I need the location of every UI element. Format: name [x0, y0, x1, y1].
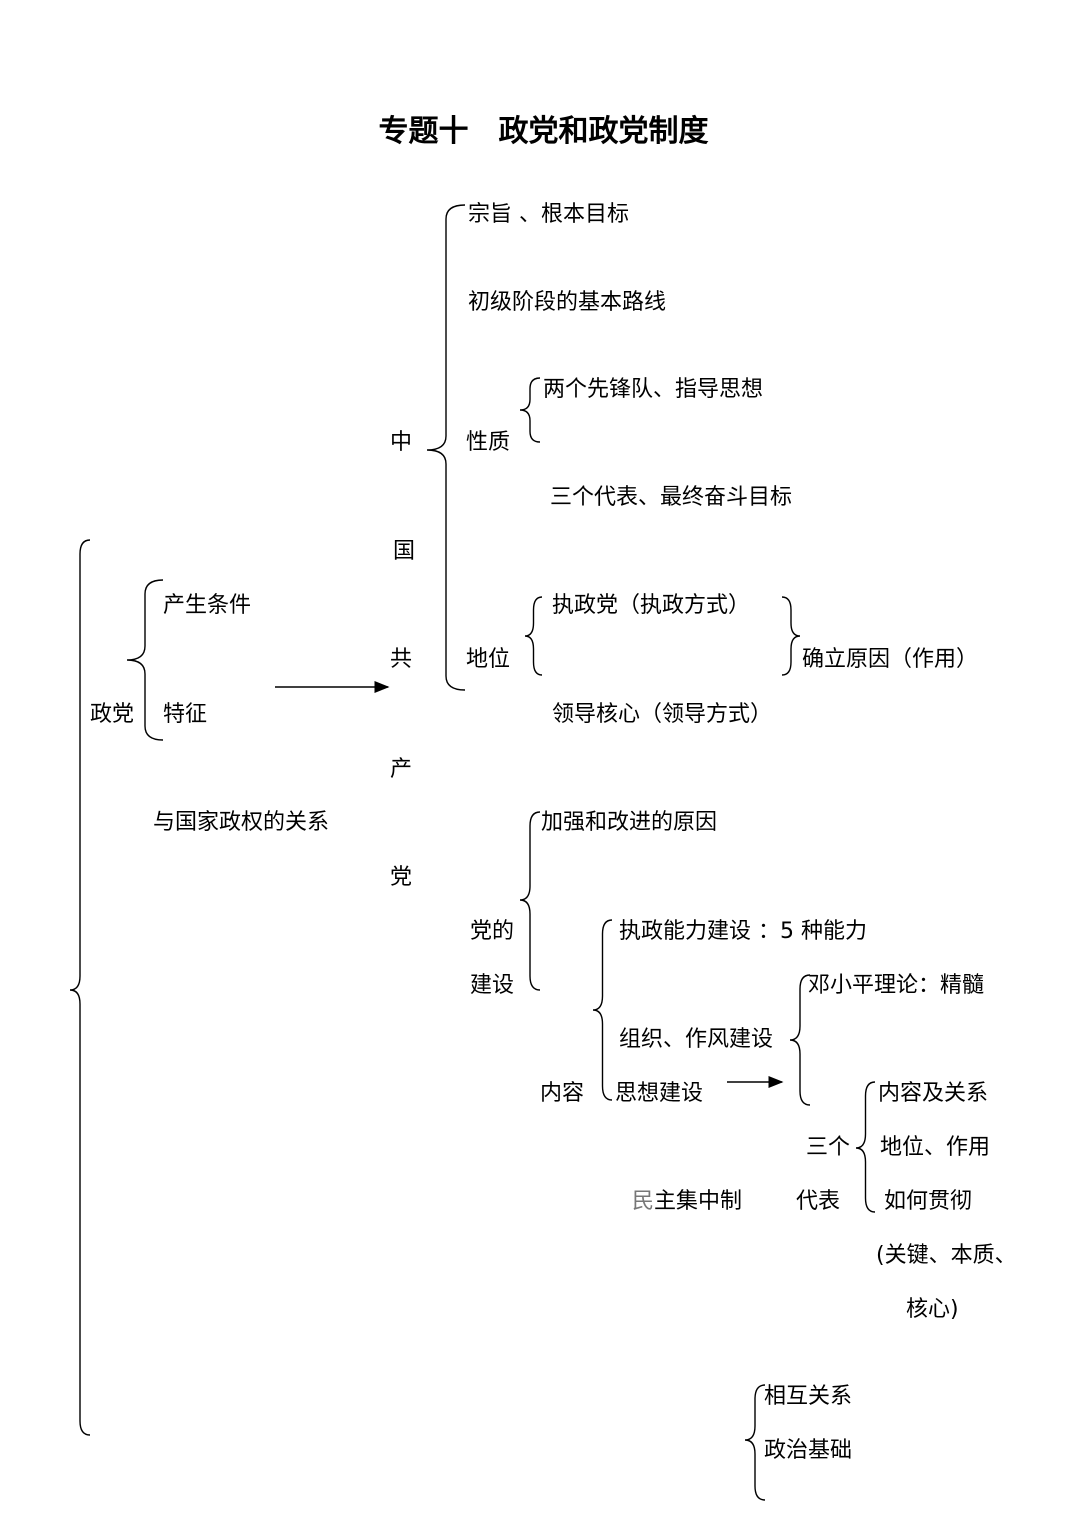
node-guanjian: (关键、本质、 [876, 1243, 1017, 1268]
brace-neirong [592, 919, 613, 1101]
node-dang: 党 [390, 865, 413, 890]
node-xianghu: 相互关系 [764, 1384, 853, 1409]
brace-xianghu [744, 1384, 766, 1501]
node-deng: 邓小平理论：精髓 [808, 973, 985, 998]
brace-sixiang [789, 974, 811, 1106]
brace-chansheng-tezheng [126, 579, 164, 741]
node-daibiao: 代表 [796, 1189, 841, 1214]
node-zhizhengdang: 执政党（执政方式） [552, 593, 751, 618]
node-minzhujizhongzhi: 民主集中制 [632, 1189, 742, 1215]
brace-sange [855, 1081, 876, 1213]
node-guanche: 如何贯彻 [884, 1189, 973, 1214]
node-zhengdang: 政党 [90, 702, 135, 727]
brace-xingzhi [519, 377, 541, 443]
node-hexin: 核心) [906, 1297, 959, 1322]
node-luxian: 初级阶段的基本路线 [468, 290, 667, 315]
brace-dangde-jianshe [519, 811, 541, 991]
brace-zhengdang [69, 539, 91, 1436]
node-diwei: 地位 [466, 647, 511, 672]
node-sixiang: 思想建设 [615, 1081, 704, 1106]
node-lingdao: 领导核心（领导方式） [552, 702, 773, 727]
node-nengli: 执政能力建设 ：5 种能力 [619, 919, 867, 944]
node-gong: 共 [390, 647, 413, 672]
node-chansheng: 产生条件 [163, 593, 252, 618]
node-diwei-zuoyong: 地位、作用 [880, 1135, 991, 1160]
node-dangde: 党的 [470, 919, 515, 944]
node-xingzhi: 性质 [466, 430, 511, 455]
page-title: 专题十 政党和政党制度 [378, 114, 709, 149]
node-zhong: 中 [390, 430, 413, 455]
node-queli: 确立原因（作用） [802, 647, 979, 672]
node-zongzhi: 宗旨 、根本目标 [468, 202, 629, 227]
node-xianfengdui: 两个先锋队、指导思想 [543, 377, 764, 402]
node-zuzhi: 组织、作风建设 [619, 1027, 774, 1052]
brace-diwei-right [781, 596, 801, 676]
node-zhengzhi: 政治基础 [764, 1438, 853, 1463]
node-neirong: 内容 [540, 1081, 585, 1106]
node-guo: 国 [393, 539, 416, 564]
node-sange: 三个 [806, 1135, 851, 1160]
node-jianshe: 建设 [470, 973, 515, 998]
node-sange-daibiao: 三个代表、最终奋斗目标 [550, 485, 793, 510]
node-guanxi: 与国家政权的关系 [153, 810, 330, 835]
node-chan: 产 [390, 757, 413, 782]
node-tezheng: 特征 [163, 702, 208, 727]
brace-cpc [426, 204, 466, 691]
node-neirong-guanxi: 内容及关系 [878, 1081, 989, 1106]
brace-diwei-left [524, 596, 543, 676]
node-zhujizhongzhi: 主集中制 [654, 1189, 743, 1214]
node-min: 民 [632, 1189, 655, 1214]
node-jiaqiang: 加强和改进的原因 [541, 810, 718, 835]
